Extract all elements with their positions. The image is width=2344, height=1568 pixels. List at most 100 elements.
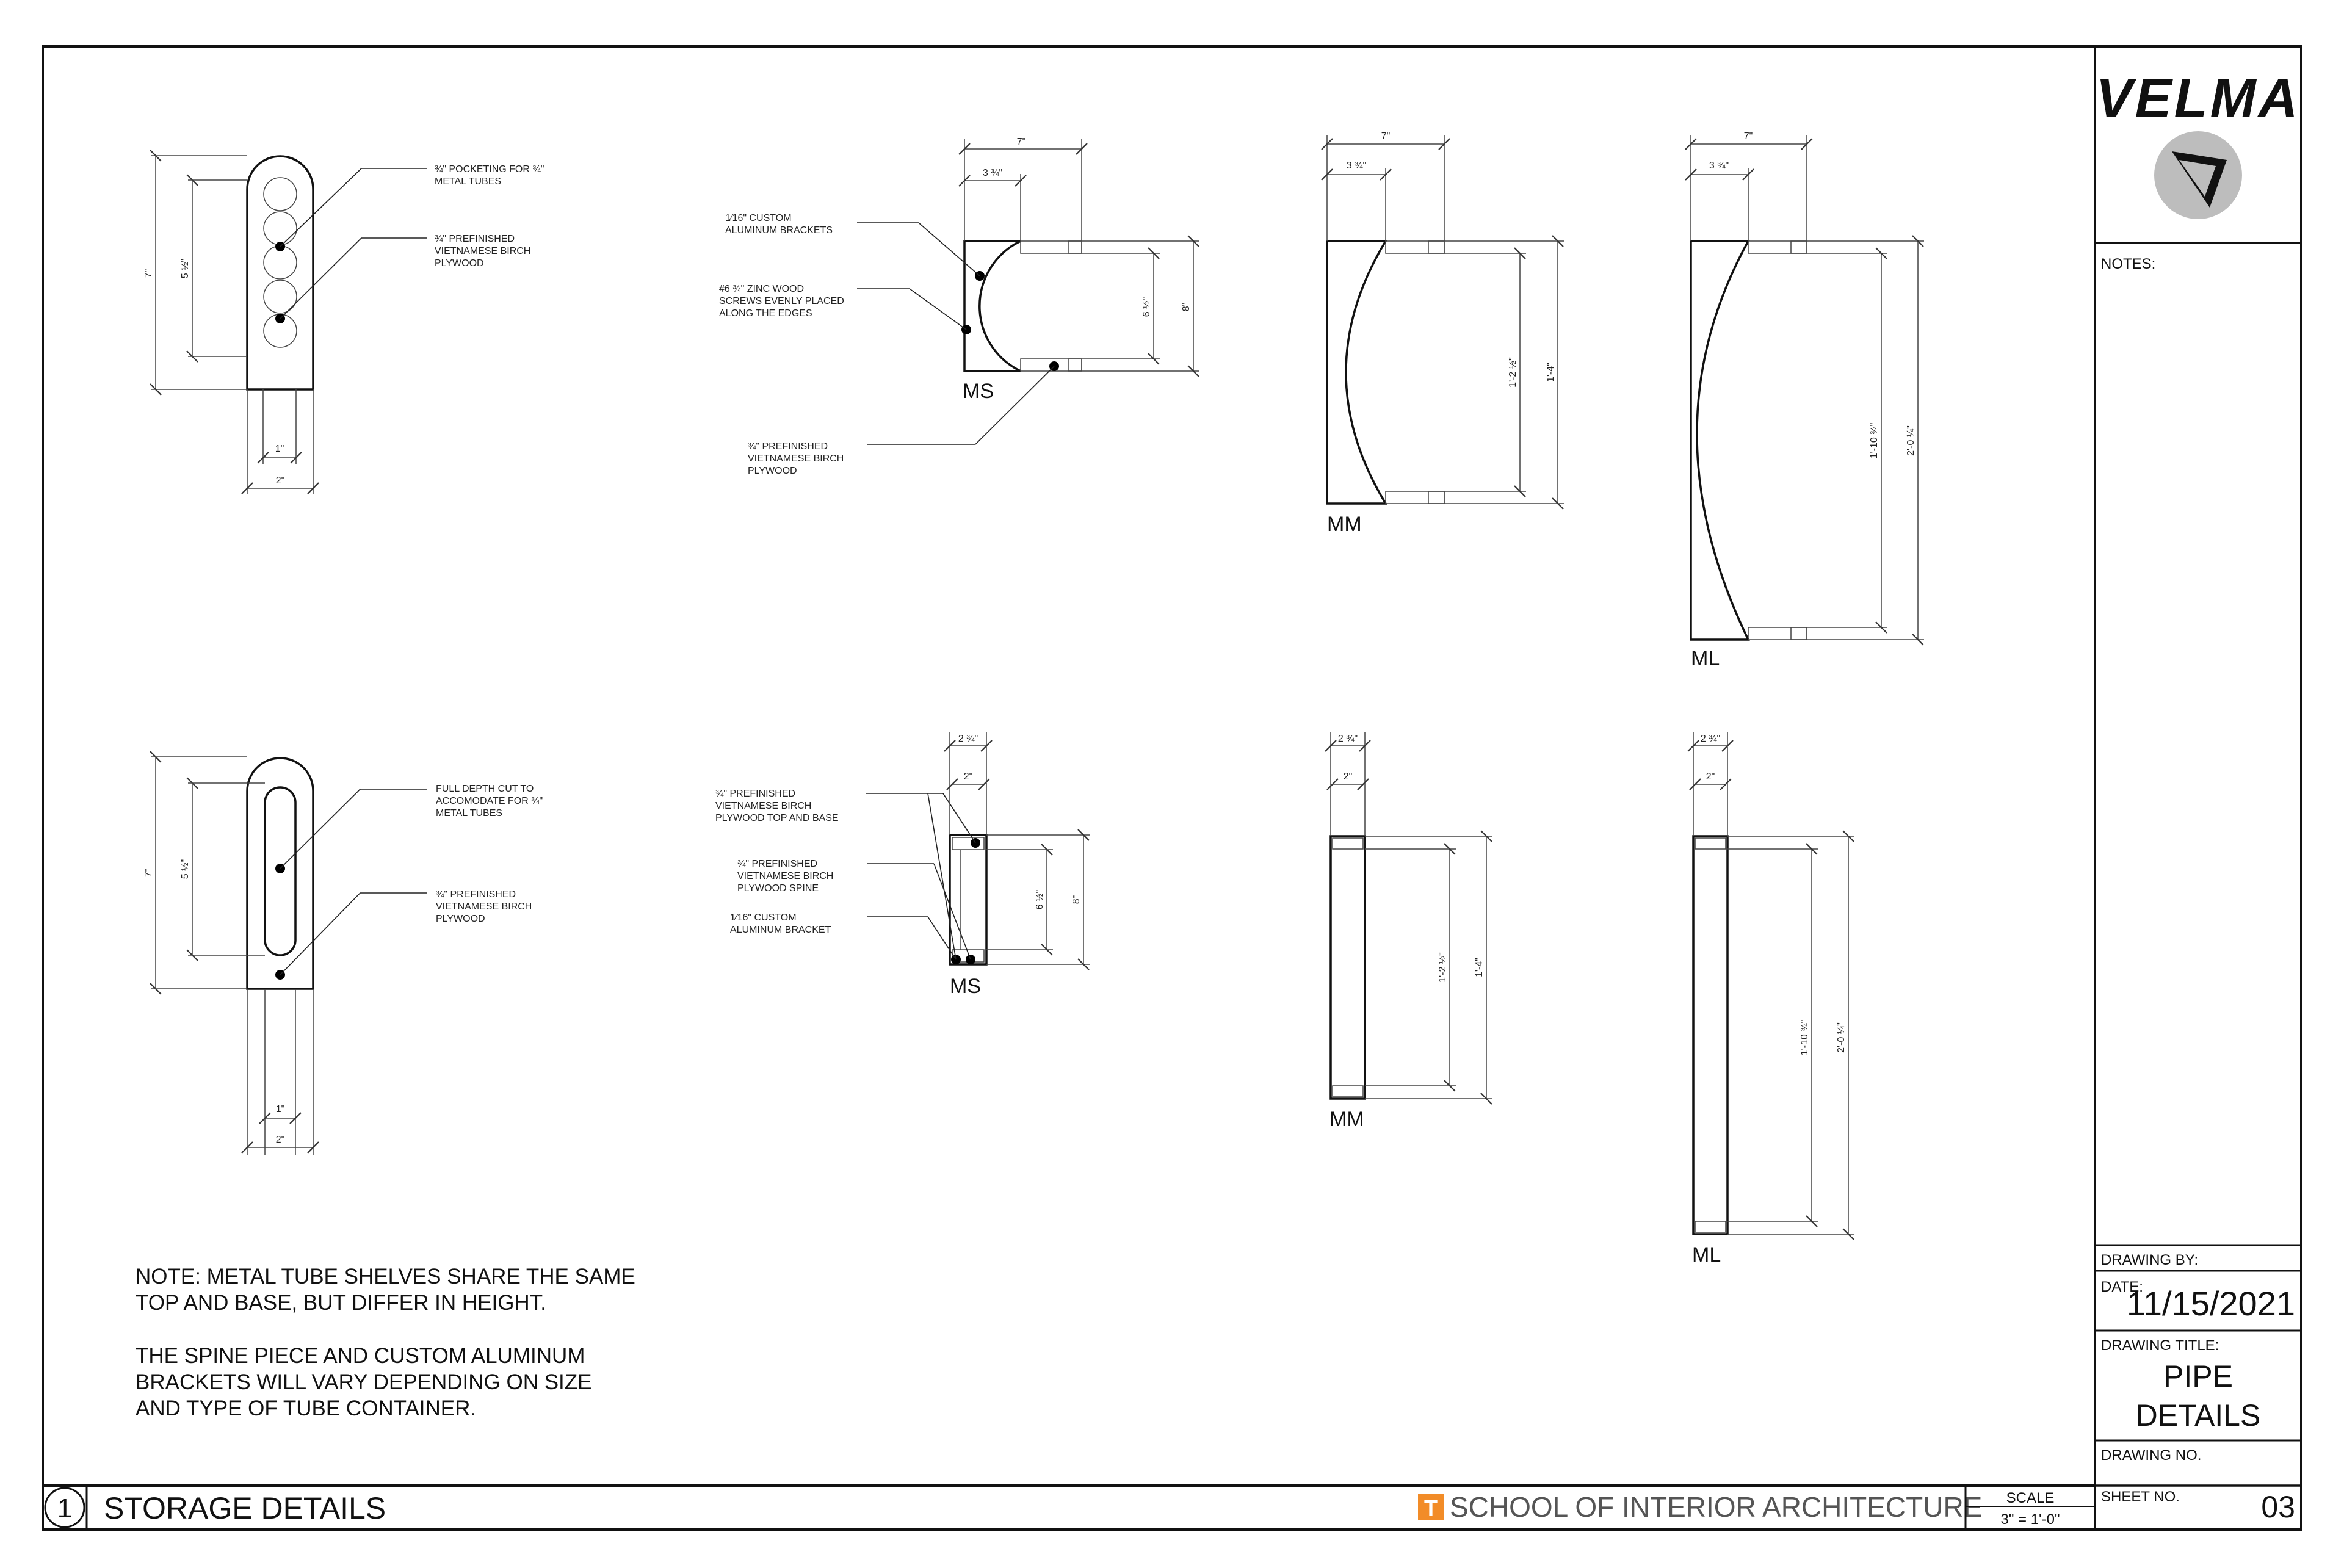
note-line-4: BRACKETS WILL VARY DEPENDING ON SIZE: [136, 1370, 592, 1394]
svg-text:¾" POCKETING FOR ¾": ¾" POCKETING FOR ¾": [435, 164, 544, 175]
dim-2-3-4-h: 2 ¾": [1701, 734, 1720, 744]
label-prefinished-b: ¾" PREFINISHED VIETNAMESE BIRCH PLYWOOD: [748, 441, 844, 476]
dim-5-1-2-a: 5 ½": [180, 259, 190, 278]
dim-6-1-2-b: 6 ½": [1141, 297, 1152, 317]
svg-text:METAL TUBES: METAL TUBES: [435, 176, 501, 187]
svg-text:VIETNAMESE BIRCH: VIETNAMESE BIRCH: [435, 246, 530, 256]
svg-text:PLYWOOD: PLYWOOD: [435, 258, 484, 269]
svg-text:VIETNAMESE BIRCH: VIETNAMESE BIRCH: [748, 453, 844, 464]
dim-2-0-1-4-h: 2'-0 ¼": [1836, 1022, 1847, 1053]
brand-logo-icon: [2154, 131, 2242, 219]
dim-1-10-3-4-d: 1'-10 ¾": [1869, 423, 1879, 459]
label-custom-bracket: 1⁄16" CUSTOM ALUMINUM BRACKET: [730, 912, 831, 935]
svg-text:SCREWS EVENLY PLACED: SCREWS EVENLY PLACED: [719, 296, 844, 306]
drawing-title-label: DRAWING TITLE:: [2101, 1337, 2219, 1354]
svg-text:PLYWOOD SPINE: PLYWOOD SPINE: [737, 883, 819, 894]
label-top-base: ¾" PREFINISHED VIETNAMESE BIRCH PLYWOOD …: [715, 789, 839, 823]
date-label: DATE:: [2101, 1279, 2143, 1295]
dim-8-f: 8": [1071, 895, 1082, 905]
general-notes: NOTE: METAL TUBE SHELVES SHARE THE SAME …: [136, 1265, 635, 1420]
ml-section-view: [1687, 732, 1854, 1240]
dim-3-3-4-d: 3 ¾": [1709, 161, 1729, 171]
svg-text:VIETNAMESE BIRCH: VIETNAMESE BIRCH: [436, 901, 532, 912]
svg-text:#6 ¾" ZINC WOOD: #6 ¾" ZINC WOOD: [719, 284, 804, 294]
dim-1-4-g: 1'-4": [1474, 958, 1485, 977]
drawing-number: 1: [57, 1494, 72, 1523]
dim-5-1-2-e: 5 ½": [180, 859, 190, 879]
drawing-title-line2: DETAILS: [2136, 1398, 2261, 1433]
svg-text:ALUMINUM BRACKET: ALUMINUM BRACKET: [730, 925, 831, 935]
dim-1-10-3-4-h: 1'-10 ¾": [1800, 1020, 1810, 1056]
dim-1-2-1-2-g: 1'-2 ½": [1438, 952, 1448, 983]
view-label-ml-top: ML: [1691, 647, 1720, 670]
date-value: 11/15/2021: [2127, 1284, 2295, 1323]
school-mark-icon: [1418, 1494, 1444, 1520]
brand-logo-text: VELMA: [2096, 68, 2301, 129]
dim-1-a: 1": [275, 444, 284, 454]
dim-8-b: 8": [1181, 303, 1192, 312]
notes-label: NOTES:: [2101, 256, 2155, 272]
note-line-5: AND TYPE OF TUBE CONTAINER.: [136, 1396, 476, 1420]
dim-7-b: 7": [1017, 137, 1026, 147]
svg-text:¾" PREFINISHED: ¾" PREFINISHED: [748, 441, 828, 452]
svg-text:ACCOMODATE FOR ¾": ACCOMODATE FOR ¾": [436, 796, 543, 806]
drawing-number-circle: [44, 1487, 85, 1528]
label-prefinished-e: ¾" PREFINISHED VIETNAMESE BIRCH PLYWOOD: [436, 889, 532, 924]
dim-7-a: 7": [143, 269, 154, 278]
svg-text:PLYWOOD TOP AND BASE: PLYWOOD TOP AND BASE: [715, 813, 839, 823]
drawing-title: STORAGE DETAILS: [104, 1491, 386, 1525]
svg-text:VIETNAMESE BIRCH: VIETNAMESE BIRCH: [715, 801, 811, 811]
title-block: VELMA NOTES: DRAWING BY: DATE: 11/15/202…: [2095, 68, 2301, 1524]
view-label-ms-section: MS: [950, 975, 981, 998]
dim-2-a: 2": [276, 475, 285, 486]
scale-label: SCALE: [2006, 1490, 2055, 1506]
dim-2-0-1-4-d: 2'-0 ¼": [1906, 425, 1916, 456]
dim-1-e: 1": [276, 1104, 285, 1115]
school-mark: T: [1424, 1495, 1438, 1520]
drawing-by-label: DRAWING BY:: [2101, 1252, 2198, 1268]
dim-2-e: 2": [276, 1135, 285, 1145]
dim-2-h: 2": [1706, 771, 1715, 782]
svg-text:PLYWOOD: PLYWOOD: [748, 466, 797, 476]
note-line-1: NOTE: METAL TUBE SHELVES SHARE THE SAME: [136, 1265, 635, 1288]
dim-1-4-c: 1'-4": [1546, 363, 1556, 382]
sheet-no-value: 03: [2261, 1490, 2295, 1524]
svg-text:¾" PREFINISHED: ¾" PREFINISHED: [435, 234, 515, 244]
mm-section-view: [1325, 732, 1492, 1105]
note-line-3: THE SPINE PIECE AND CUSTOM ALUMINUM: [136, 1344, 585, 1368]
drawing-title-line1: PIPE: [2163, 1359, 2233, 1393]
svg-text:1⁄16" CUSTOM: 1⁄16" CUSTOM: [725, 213, 792, 223]
dim-7-c: 7": [1381, 131, 1391, 142]
label-screws: #6 ¾" ZINC WOOD SCREWS EVENLY PLACED ALO…: [719, 284, 844, 319]
label-full-depth: FULL DEPTH CUT TO ACCOMODATE FOR ¾" META…: [436, 784, 543, 818]
svg-text:ALUMINUM BRACKETS: ALUMINUM BRACKETS: [725, 225, 833, 236]
sheet-no-label: SHEET NO.: [2101, 1489, 2180, 1505]
dim-2-g: 2": [1344, 771, 1353, 782]
view-label-mm-section: MM: [1329, 1108, 1364, 1131]
note-line-2: TOP AND BASE, BUT DIFFER IN HEIGHT.: [136, 1291, 546, 1315]
dim-1-2-1-2-c: 1'-2 ½": [1508, 357, 1518, 388]
scale-value: 3" = 1'-0": [2000, 1511, 2060, 1528]
label-pocketing: ¾" POCKETING FOR ¾" METAL TUBES: [435, 164, 544, 187]
ms-section-view: [866, 732, 1090, 970]
view-label-ml-section: ML: [1692, 1243, 1721, 1266]
svg-text:¾" PREFINISHED: ¾" PREFINISHED: [715, 789, 795, 799]
dim-2-3-4-f: 2 ¾": [958, 734, 978, 744]
label-prefinished-a: ¾" PREFINISHED VIETNAMESE BIRCH PLYWOOD: [435, 234, 530, 269]
side-view-pocket-detail: [150, 150, 427, 494]
dim-6-1-2-f: 6 ½": [1035, 890, 1045, 909]
view-label-ms-top: MS: [963, 380, 994, 403]
dim-2-3-4-g: 2 ¾": [1338, 734, 1358, 744]
sheet-border: [42, 45, 2302, 1531]
svg-text:1⁄16" CUSTOM: 1⁄16" CUSTOM: [730, 912, 797, 923]
svg-text:¾" PREFINISHED: ¾" PREFINISHED: [737, 859, 817, 869]
svg-text:¾" PREFINISHED: ¾" PREFINISHED: [436, 889, 516, 900]
label-spine: ¾" PREFINISHED VIETNAMESE BIRCH PLYWOOD …: [737, 859, 833, 894]
dim-7-d: 7": [1744, 131, 1753, 142]
svg-text:METAL TUBES: METAL TUBES: [436, 808, 502, 818]
ml-top-view: [1685, 135, 1924, 646]
svg-text:ALONG THE EDGES: ALONG THE EDGES: [719, 308, 812, 319]
side-view-slot-detail: [150, 751, 427, 1155]
svg-text:PLYWOOD: PLYWOOD: [436, 914, 485, 924]
